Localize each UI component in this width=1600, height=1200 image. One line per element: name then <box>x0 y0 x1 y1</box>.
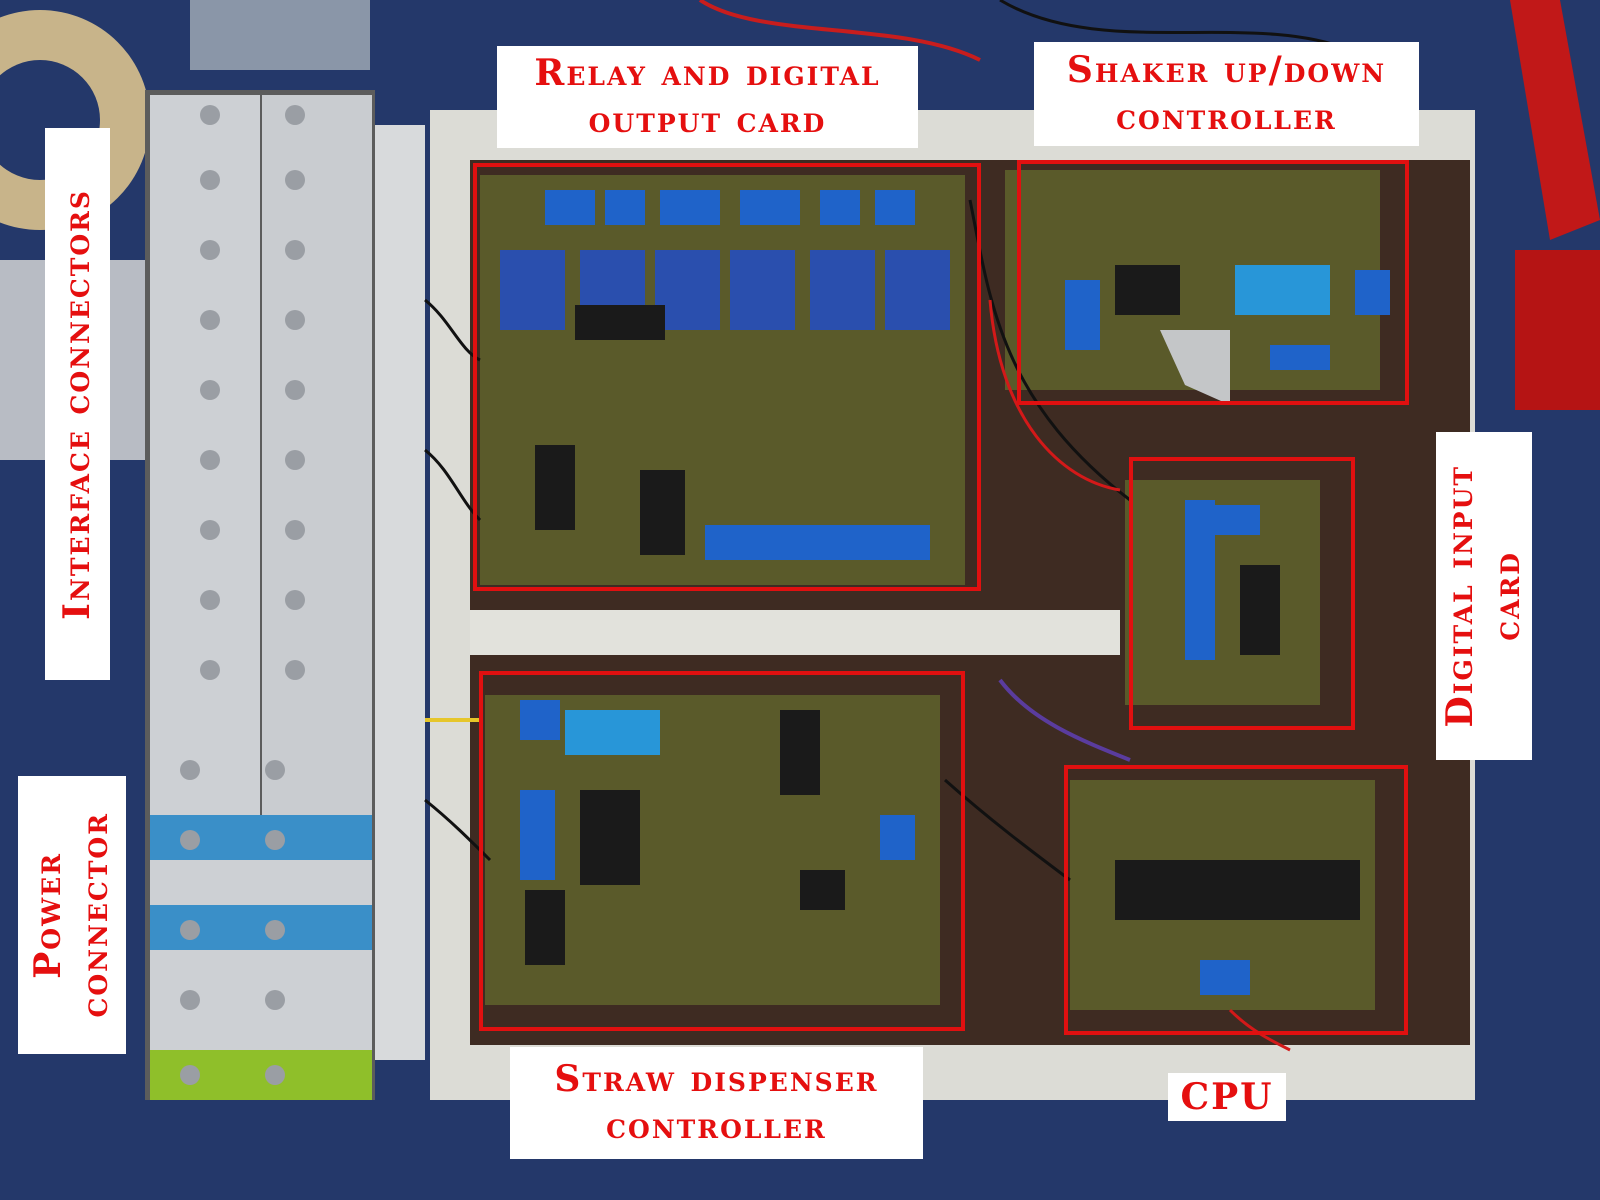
straw-highlight <box>479 671 965 1031</box>
wire-duct <box>375 125 425 1060</box>
label-straw-dispenser: Straw dispenser controller <box>510 1047 923 1159</box>
cpu-highlight <box>1064 765 1408 1035</box>
label-cpu: CPU <box>1168 1073 1286 1121</box>
heatsink <box>1160 330 1230 405</box>
label-shaker: Shaker up/down controller <box>1034 42 1419 146</box>
label-power-connector: Power connector <box>18 776 126 1054</box>
relay-card-highlight <box>473 163 981 591</box>
relays <box>500 250 950 330</box>
screwdriver-handle <box>1510 0 1600 240</box>
label-relay-card: Relay and digital output card <box>497 46 918 148</box>
screwdriver-grip <box>1515 250 1600 410</box>
shaker-highlight <box>1017 160 1409 405</box>
digital-input-highlight <box>1129 457 1355 730</box>
terminal-blocks <box>150 95 372 1100</box>
label-interface-connectors: Interface connectors <box>45 128 110 680</box>
metal-bracket <box>190 0 370 70</box>
label-digital-input: Digital input card <box>1436 432 1532 760</box>
